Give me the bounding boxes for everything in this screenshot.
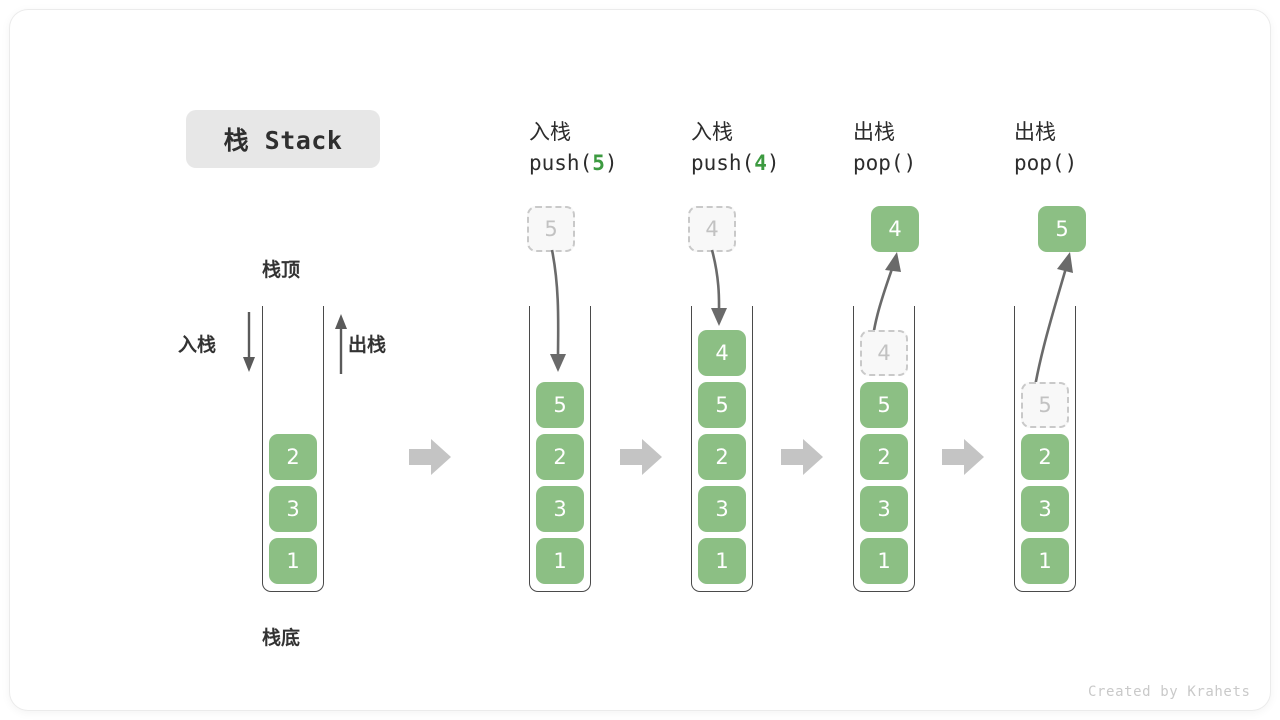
step-label-push-5: 入栈 push(5) <box>529 117 618 179</box>
stack-cell: 2 <box>860 434 908 480</box>
stack-cell: 5 <box>536 382 584 428</box>
diagram-title: 栈 Stack <box>223 126 343 155</box>
push-5-motion-arrow-icon <box>550 249 566 372</box>
watermark-credit: Created by Krahets <box>1088 684 1251 700</box>
step-op-title: 入栈 <box>529 120 571 144</box>
stack-cell: 5 <box>860 382 908 428</box>
stack-cell: 1 <box>860 538 908 584</box>
step-op-call: pop() <box>1014 151 1078 175</box>
step-separator-arrow-icon <box>942 439 984 475</box>
stack-cell: 2 <box>1021 434 1069 480</box>
stack-cell: 4 <box>860 330 908 376</box>
stack-cell: 1 <box>536 538 584 584</box>
stack-cell: 1 <box>1021 538 1069 584</box>
step-label-pop-4: 出栈 pop() <box>853 117 916 179</box>
floating-cell-push-4: 4 <box>688 206 736 252</box>
step-separator-arrow-icon <box>409 439 451 475</box>
push-direction-arrow-icon <box>243 312 255 372</box>
stack-cell: 1 <box>698 538 746 584</box>
step-op-title: 出栈 <box>1014 120 1056 144</box>
step-op-title: 出栈 <box>853 120 895 144</box>
stack-cell: 3 <box>536 486 584 532</box>
pop-side-label: 出栈 <box>348 334 387 356</box>
diagram-title-badge: 栈 Stack <box>186 110 380 168</box>
step-label-pop-5: 出栈 pop() <box>1014 117 1077 179</box>
stack-cell: 3 <box>269 486 317 532</box>
stack-container-pop-4: 4 5 2 3 1 <box>853 306 915 592</box>
floating-cell-pop-4: 4 <box>871 206 919 252</box>
stack-container-initial: 2 3 1 <box>262 306 324 592</box>
stack-top-label: 栈顶 <box>262 259 301 281</box>
step-op-call: pop() <box>853 151 917 175</box>
push-4-motion-arrow-icon <box>710 249 727 326</box>
stack-cell: 5 <box>698 382 746 428</box>
stack-container-push-4: 4 5 2 3 1 <box>691 306 753 592</box>
diagram-card: 栈 Stack 栈顶 栈底 入栈 出栈 2 3 1 入栈 push(5) 5 5… <box>10 10 1270 710</box>
step-label-push-4: 入栈 push(4) <box>691 117 780 179</box>
step-separator-arrow-icon <box>781 439 823 475</box>
push-side-label: 入栈 <box>178 334 217 356</box>
stack-container-push-5: 5 2 3 1 <box>529 306 591 592</box>
stack-cell: 4 <box>698 330 746 376</box>
step-op-title: 入栈 <box>691 120 733 144</box>
stack-bottom-label: 栈底 <box>262 627 301 649</box>
step-op-call: push(5) <box>529 151 618 175</box>
stack-cell: 5 <box>1021 382 1069 428</box>
stack-cell: 3 <box>698 486 746 532</box>
stack-container-pop-5: 5 2 3 1 <box>1014 306 1076 592</box>
step-op-call: push(4) <box>691 151 780 175</box>
stack-cell: 2 <box>698 434 746 480</box>
stack-cell: 2 <box>536 434 584 480</box>
stack-cell: 1 <box>269 538 317 584</box>
step-separator-arrow-icon <box>620 439 662 475</box>
stack-cell: 3 <box>1021 486 1069 532</box>
pop-direction-arrow-icon <box>335 314 347 374</box>
stack-cell: 2 <box>269 434 317 480</box>
floating-cell-push-5: 5 <box>527 206 575 252</box>
floating-cell-pop-5: 5 <box>1038 206 1086 252</box>
stack-cell: 3 <box>860 486 908 532</box>
